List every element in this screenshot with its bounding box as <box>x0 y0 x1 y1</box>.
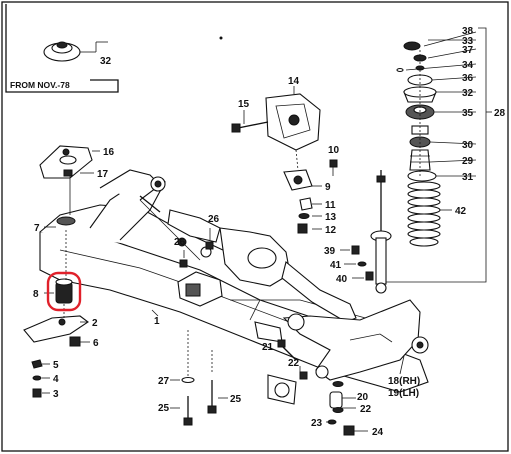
callout-6: 6 <box>93 338 99 349</box>
callout-26-top: 26 <box>208 214 220 225</box>
callout-42: 42 <box>455 206 467 217</box>
callout-26-left: 26 <box>174 237 186 248</box>
callout-13: 13 <box>325 212 337 223</box>
shock-absorber <box>340 170 392 294</box>
callout-8: 8 <box>33 289 39 300</box>
callout-22-center: 22 <box>288 358 300 369</box>
callout-labels: 1 2 3 4 5 6 7 8 9 10 11 12 13 14 15 16 1… <box>33 26 506 438</box>
differential-assembly <box>139 195 357 323</box>
callout-38: 38 <box>462 26 474 37</box>
callout-35: 35 <box>462 108 474 119</box>
center-mount-parts <box>231 86 338 234</box>
callout-25-left: 25 <box>158 403 170 414</box>
callout-2: 2 <box>92 318 98 329</box>
callout-33: 33 <box>462 36 474 47</box>
callout-32-inset: 32 <box>100 56 112 67</box>
callout-3: 3 <box>53 389 59 400</box>
callout-12: 12 <box>325 225 337 236</box>
callout-24: 24 <box>372 427 384 438</box>
inset-from-nov-78: 32 FROM NOV.-78 <box>5 4 119 93</box>
callout-36: 36 <box>462 73 474 84</box>
center-hardware-26 <box>179 228 214 268</box>
callout-41: 41 <box>330 260 342 271</box>
highlight-part-8 <box>46 271 82 312</box>
lower-control-arm <box>277 299 429 436</box>
callout-31: 31 <box>462 172 474 183</box>
left-mount-parts <box>23 145 100 398</box>
callout-18-rh: 18(RH) <box>388 376 420 387</box>
leader-18-19 <box>399 355 405 375</box>
callout-16: 16 <box>103 147 115 158</box>
callout-21: 21 <box>262 342 274 353</box>
from-nov-78-note: FROM NOV.-78 <box>10 80 70 90</box>
callout-40: 40 <box>336 274 348 285</box>
callout-27: 27 <box>158 376 170 387</box>
callout-39: 39 <box>324 246 336 257</box>
callout-1: 1 <box>154 316 160 327</box>
callout-23: 23 <box>311 418 323 429</box>
callout-4: 4 <box>53 374 59 385</box>
lower-bolts <box>170 330 228 426</box>
callout-9: 9 <box>325 182 331 193</box>
callout-10: 10 <box>328 145 340 156</box>
callout-5: 5 <box>53 360 59 371</box>
callout-37: 37 <box>462 45 474 56</box>
callout-30: 30 <box>462 140 474 151</box>
spring-stack <box>386 27 492 283</box>
callout-15: 15 <box>238 99 250 110</box>
callout-22-lower: 22 <box>360 404 372 415</box>
callout-17: 17 <box>97 169 109 180</box>
coil-spring <box>407 181 441 247</box>
callout-14: 14 <box>288 76 300 87</box>
callout-7: 7 <box>34 223 40 234</box>
dot-mark <box>219 36 223 40</box>
callout-28: 28 <box>494 108 506 119</box>
callout-29: 29 <box>462 156 474 167</box>
callout-19-lh: 19(LH) <box>388 388 419 399</box>
callout-34: 34 <box>462 60 474 71</box>
callout-25-right: 25 <box>230 394 242 405</box>
callout-20: 20 <box>357 392 369 403</box>
callout-32: 32 <box>462 88 474 99</box>
callout-11: 11 <box>325 200 336 211</box>
